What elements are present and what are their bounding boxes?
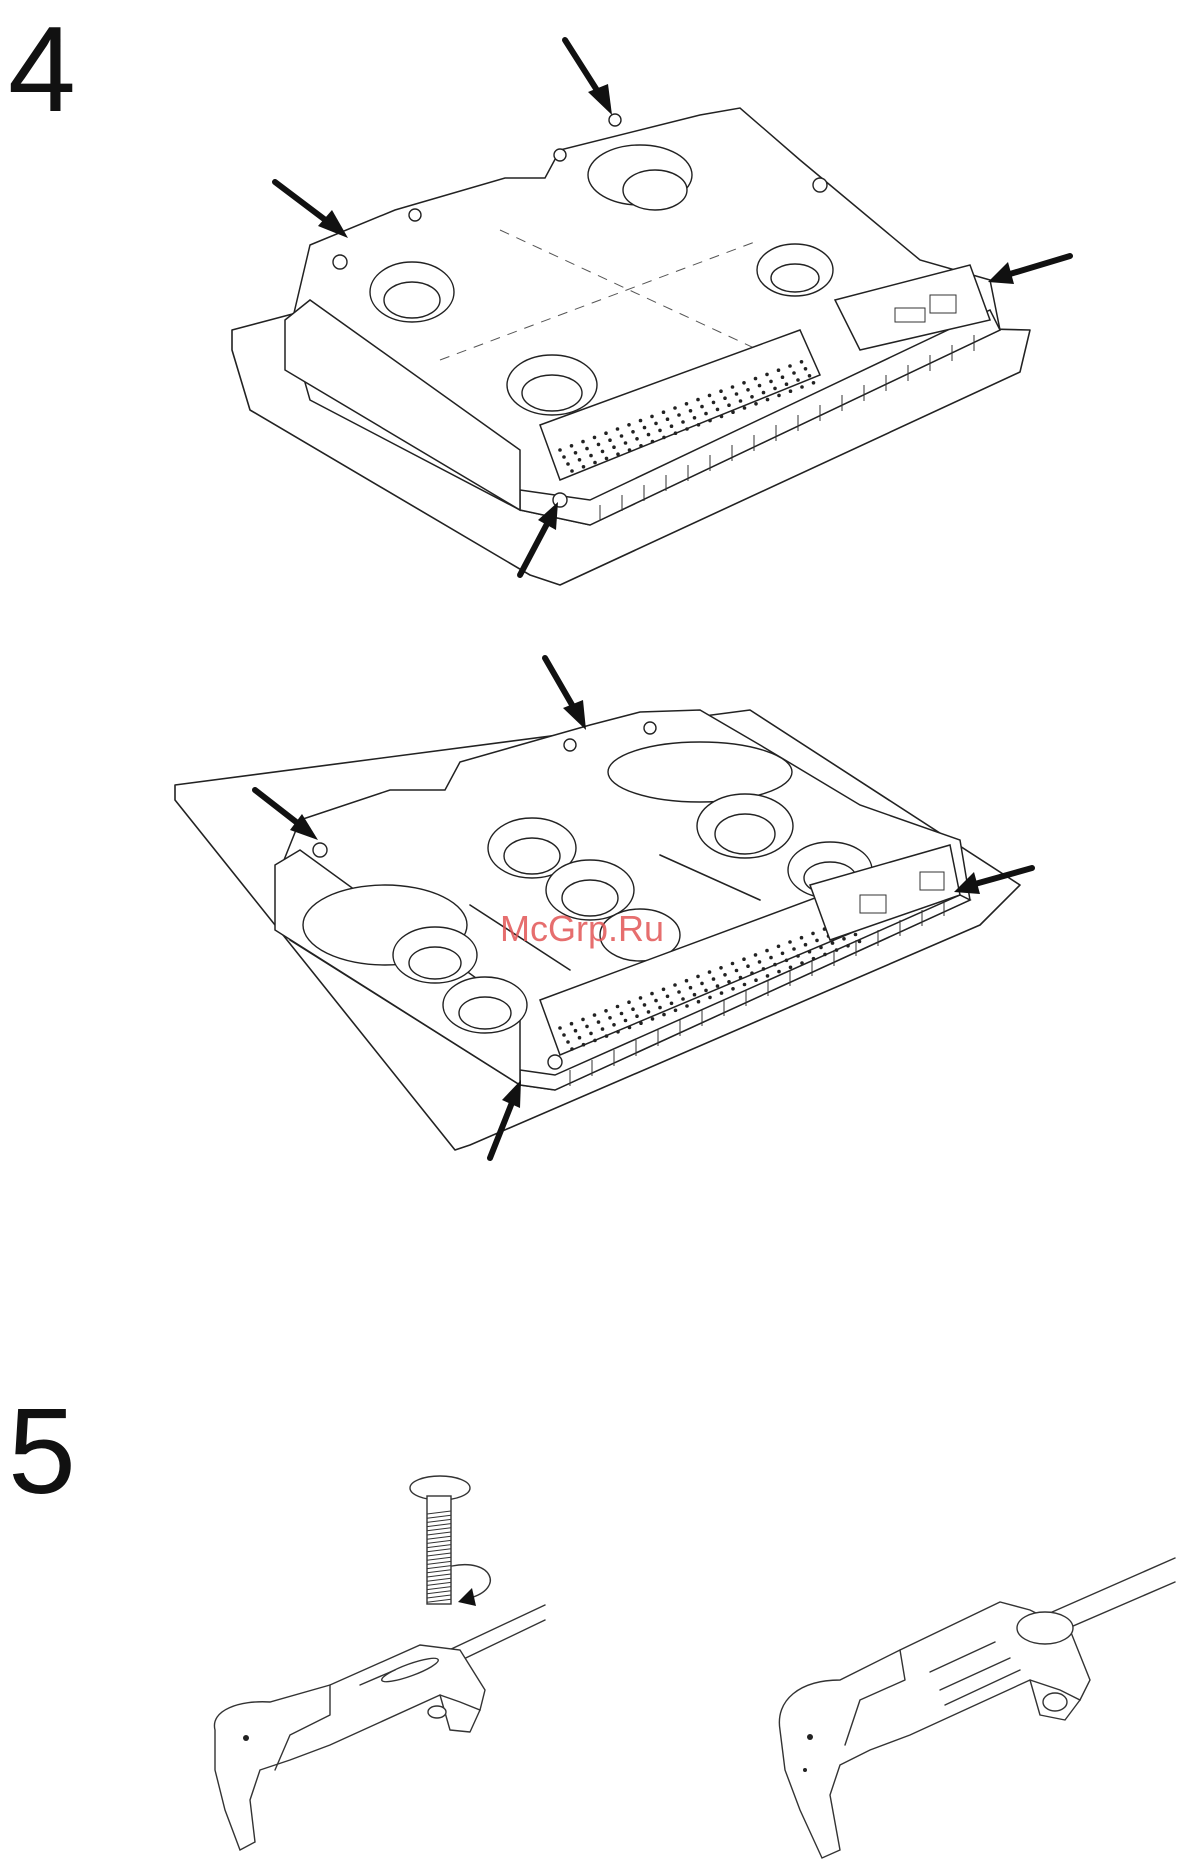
arrow-left [255,790,318,840]
watermark: McGrp.Ru [500,908,664,950]
hob-illustration-top [0,30,1188,590]
arrow-top [565,40,612,115]
arrow-right [988,256,1070,284]
arrow-left [275,182,348,238]
bracket-screw-illustration [0,1470,600,1863]
arrow-bottom [490,1080,521,1158]
arrow-top [545,658,586,730]
bracket-installed-illustration [600,1530,1188,1863]
